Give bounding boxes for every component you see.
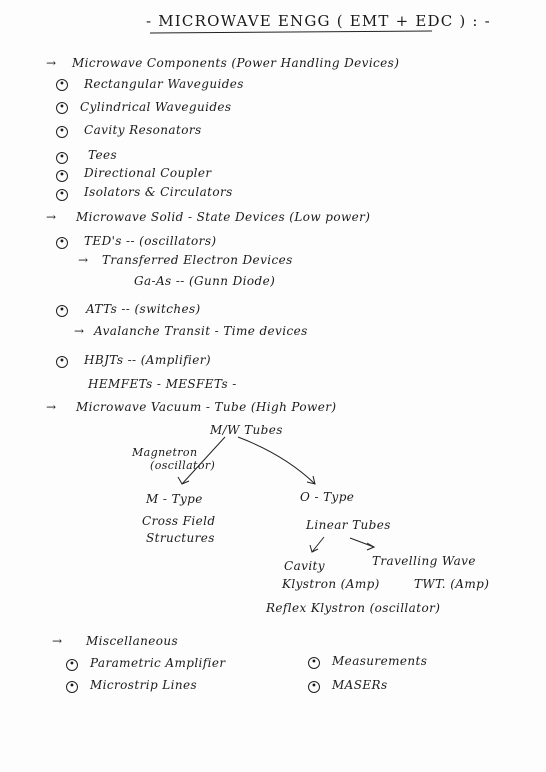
bullet-icon: • (66, 681, 78, 693)
arrow-icon: → (46, 210, 57, 224)
tree-arrowhead-o-type (306, 475, 316, 485)
magnetron-label: Magnetron (132, 446, 198, 459)
list-item: Parametric Amplifier (90, 656, 226, 670)
twt-label: TWT. (Amp) (414, 577, 490, 591)
cavity-label: Cavity (284, 559, 325, 573)
ted-line: TED's -- (oscillators) (84, 234, 217, 248)
bullet-icon: • (56, 79, 68, 91)
tree-root: M/W Tubes (210, 423, 283, 437)
tree-line-cavity (311, 536, 325, 553)
atts-full-name: Avalanche Transit - Time devices (94, 324, 308, 338)
tree-arrowhead-m-type (177, 476, 190, 485)
arrow-icon: → (78, 253, 89, 267)
bullet-icon: • (56, 126, 68, 138)
tree-arrowhead-travelling (366, 542, 376, 551)
bullet-icon: • (56, 189, 68, 201)
list-item: Tees (88, 148, 118, 162)
tree-arrowhead-cavity (309, 544, 319, 553)
list-item: Isolators & Circulators (84, 185, 233, 199)
solid-state-heading: Microwave Solid - State Devices (Low pow… (76, 210, 371, 224)
hbjts-line: HBJTs -- (Amplifier) (84, 353, 212, 367)
title-underline (149, 30, 433, 34)
page-title: - MICROWAVE ENGG ( EMT + EDC ) : - (146, 12, 491, 30)
bullet-icon: • (56, 305, 68, 317)
list-item: Directional Coupler (84, 166, 212, 180)
tree-line-m-type (181, 436, 226, 485)
bullet-icon: • (56, 356, 68, 368)
arrow-icon: → (74, 324, 85, 338)
linear-tubes-label: Linear Tubes (306, 518, 391, 532)
list-item: Cavity Resonators (84, 123, 202, 137)
reflex-klystron-label: Reflex Klystron (oscillator) (266, 601, 441, 615)
arrow-icon: → (46, 400, 57, 414)
bullet-icon: • (66, 659, 78, 671)
vacuum-heading: Microwave Vacuum - Tube (High Power) (76, 400, 337, 414)
arrow-icon: → (46, 56, 57, 70)
bullet-icon: • (56, 102, 68, 114)
components-heading: Microwave Components (Power Handling Dev… (72, 56, 400, 70)
m-type-label: M - Type (146, 492, 203, 506)
bullet-icon: • (56, 170, 68, 182)
tree-line-travelling (349, 537, 375, 548)
list-item: MASERs (332, 678, 388, 692)
atts-line: ATTs -- (switches) (86, 302, 201, 316)
ted-example: Ga-As -- (Gunn Diode) (134, 274, 276, 288)
list-item: Cylindrical Waveguides (80, 100, 232, 114)
arrow-icon: → (52, 634, 63, 648)
klystron-label: Klystron (Amp) (282, 577, 380, 591)
magnetron-note: (oscillator) (150, 459, 216, 472)
hemfets-line: HEMFETs - MESFETs - (88, 377, 237, 391)
travelling-wave-label: Travelling Wave (372, 554, 476, 568)
bullet-icon: • (56, 152, 68, 164)
bullet-icon: • (56, 237, 68, 249)
structures-label: Structures (146, 531, 215, 545)
cross-field-label: Cross Field (142, 514, 216, 528)
o-type-label: O - Type (300, 490, 355, 504)
misc-heading: Miscellaneous (86, 634, 179, 648)
bullet-icon: • (308, 657, 320, 669)
list-item: Measurements (332, 654, 428, 668)
list-item: Rectangular Waveguides (84, 77, 244, 91)
bullet-icon: • (308, 681, 320, 693)
ted-full-name: Transferred Electron Devices (102, 253, 293, 267)
tree-line-o-type (237, 436, 316, 485)
list-item: Microstrip Lines (90, 678, 198, 692)
